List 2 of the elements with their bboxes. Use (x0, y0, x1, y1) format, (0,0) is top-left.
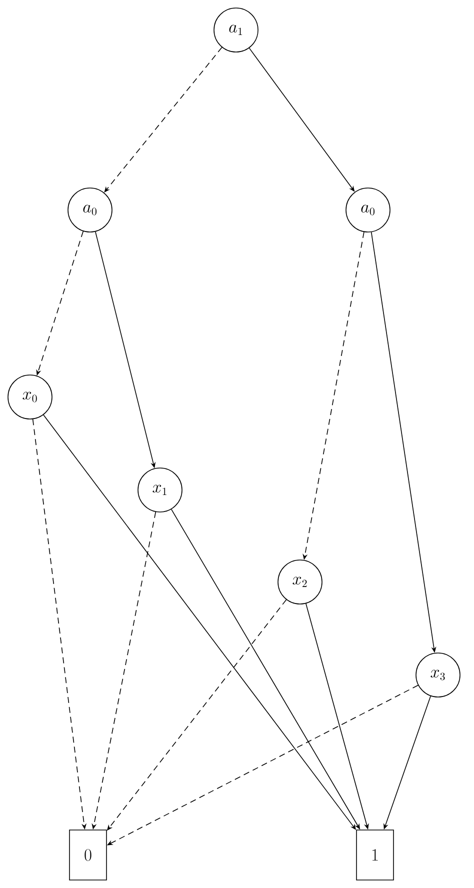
terminal-box: $1$ (356, 830, 394, 880)
terminal-box: $0$ (69, 830, 107, 880)
